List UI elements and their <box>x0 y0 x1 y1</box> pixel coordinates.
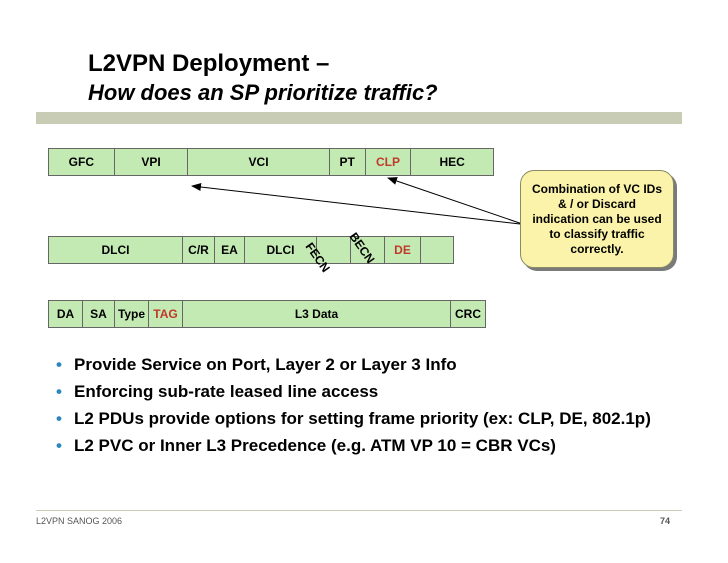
bullet-dot-icon: • <box>56 409 62 428</box>
footer-divider <box>36 510 682 511</box>
eth-field-l3-data: L3 Data <box>183 301 451 327</box>
atm-field-gfc: GFC <box>49 149 115 175</box>
bullet-item: •L2 PVC or Inner L3 Precedence (e.g. ATM… <box>56 436 556 455</box>
atm-field-vpi: VPI <box>115 149 189 175</box>
bullet-list: •Provide Service on Port, Layer 2 or Lay… <box>56 354 676 462</box>
fr-field-fecn <box>317 237 351 263</box>
fr-field-becn <box>351 237 385 263</box>
fr-field-dlci-1: DLCI <box>49 237 183 263</box>
arrow-to-clp <box>387 177 541 231</box>
classification-callout: Combination of VC IDs & / or Discard ind… <box>520 170 674 268</box>
fr-field-de: DE <box>385 237 421 263</box>
footer-event: L2VPN SANOG 2006 <box>36 516 123 526</box>
bullet-dot-icon: • <box>56 382 62 401</box>
fr-header-frame: DLCI C/R EA DLCI DE <box>48 236 454 264</box>
eth-field-da: DA <box>49 301 83 327</box>
bullet-dot-icon: • <box>56 436 62 455</box>
fr-field-dlci-2: DLCI <box>245 237 317 263</box>
eth-field-sa: SA <box>83 301 115 327</box>
page-number: 74 <box>660 516 671 526</box>
ethernet-frame: DA SA Type TAG L3 Data CRC <box>48 300 486 328</box>
atm-field-vci: VCI <box>188 149 330 175</box>
eth-field-crc: CRC <box>455 307 481 321</box>
fr-field-ea: EA <box>215 237 245 263</box>
atm-field-pt: PT <box>330 149 366 175</box>
bullet-dot-icon: • <box>56 355 62 374</box>
eth-field-tag: TAG <box>149 301 183 327</box>
atm-field-hec: HEC <box>439 155 465 169</box>
arrow-to-vci <box>191 183 521 225</box>
slide-subtitle: How does an SP prioritize traffic? <box>88 80 438 105</box>
bullet-item: •L2 PDUs provide options for setting fra… <box>56 409 651 428</box>
slide-title: L2VPN Deployment – <box>88 50 330 77</box>
title-underline-bar <box>36 112 682 124</box>
eth-field-type: Type <box>115 301 149 327</box>
bullet-item: •Enforcing sub-rate leased line access <box>56 382 379 401</box>
bullet-item: •Provide Service on Port, Layer 2 or Lay… <box>56 355 457 374</box>
fr-field-empty <box>421 237 453 263</box>
fr-field-cr: C/R <box>183 237 215 263</box>
atm-header-frame: GFC VPI VCI PT CLP HEC <box>48 148 494 176</box>
atm-field-clp: CLP <box>366 149 412 175</box>
